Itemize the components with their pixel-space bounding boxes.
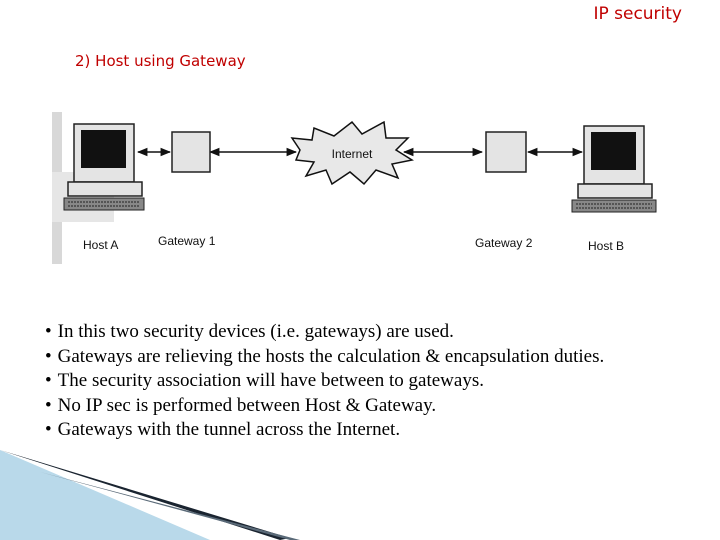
slide-title: IP security <box>593 4 682 24</box>
host-a-label: Host A <box>83 238 118 252</box>
bullet-item: Gateways with the tunnel across the Inte… <box>45 418 604 443</box>
bullet-list: In this two security devices (i.e. gatew… <box>45 320 604 443</box>
decoration-blue-wedge <box>0 450 210 540</box>
internet-label: Internet <box>332 147 373 161</box>
bullet-item: Gateways are relieving the hosts the cal… <box>45 345 604 370</box>
bullet-item: The security association will have betwe… <box>45 369 604 394</box>
gateway-2-label: Gateway 2 <box>475 236 533 250</box>
gateway-1-label: Gateway 1 <box>158 234 216 248</box>
gateway-2-box <box>486 132 526 172</box>
slide-decoration <box>0 450 720 540</box>
network-diagram: Internet Host A Gateway 1 Gateway 2 Host… <box>52 112 662 264</box>
bullet-item: No IP sec is performed between Host & Ga… <box>45 394 604 419</box>
network-diagram-svg: Internet Host A Gateway 1 Gateway 2 Host… <box>52 112 662 264</box>
slide-subtitle: 2) Host using Gateway <box>75 52 246 70</box>
host-b-label: Host B <box>588 239 624 253</box>
gateway-1-box <box>172 132 210 172</box>
bullet-item: In this two security devices (i.e. gatew… <box>45 320 604 345</box>
